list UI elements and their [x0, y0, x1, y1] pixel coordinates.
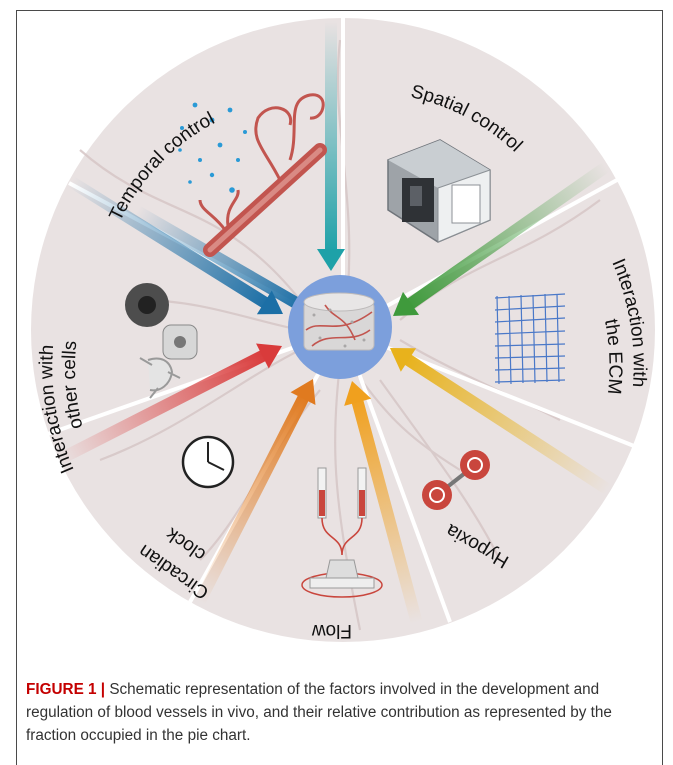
cells-icon [125, 283, 198, 399]
center-scaffold [288, 275, 392, 379]
bioprinter-icon [387, 139, 491, 243]
arrow-temporal [133, 205, 305, 312]
figure-frame [16, 10, 663, 765]
flow-apparatus-icon [301, 467, 383, 598]
arrows [56, 21, 612, 625]
clock-icon [181, 435, 235, 489]
label-flow: Flow [312, 620, 352, 641]
figure-diagram: Temporal control Spatial control Interac… [31, 18, 655, 642]
ecm-mesh-icon [494, 293, 566, 385]
blood-vessel-icon [178, 93, 327, 257]
caption-text: Schematic representation of the factors … [26, 681, 612, 744]
caption-label: FIGURE 1 | [26, 681, 106, 698]
figure-caption: FIGURE 1 | Schematic representation of t… [26, 678, 651, 747]
label-ecm-line2: the ECM [600, 317, 626, 395]
oxygen-molecule-icon [422, 450, 490, 510]
